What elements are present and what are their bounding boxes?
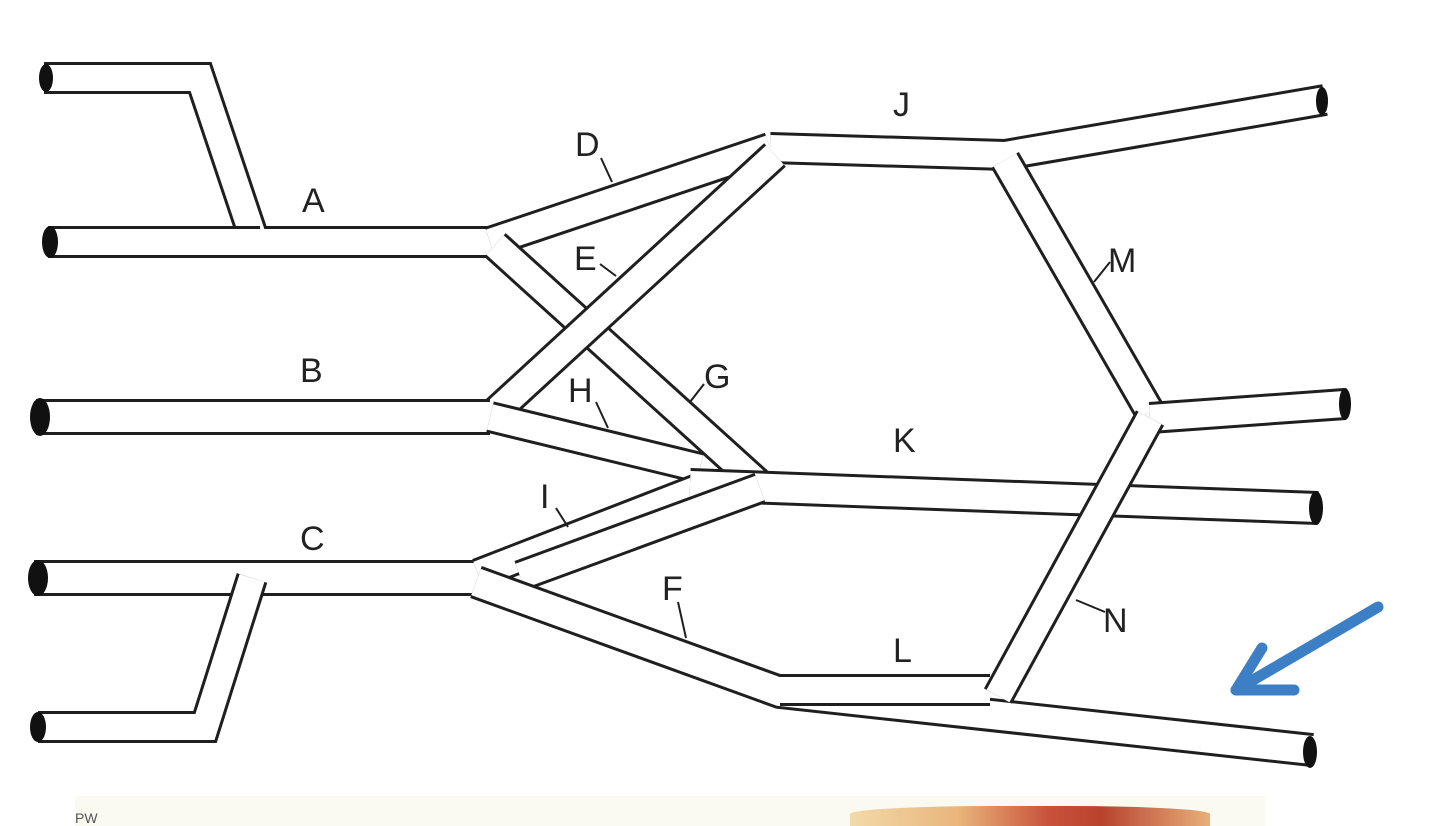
pipe-end-cap: [42, 226, 58, 258]
leader-F: [677, 601, 687, 639]
pipe-M-outlet: [1148, 388, 1347, 434]
label-A: A: [302, 182, 325, 220]
leader-I: [555, 507, 569, 528]
leader-H: [595, 401, 609, 429]
pipe-end-cap: [1316, 87, 1328, 115]
pipe-I: [472, 473, 706, 589]
pipe-end-cap: [30, 712, 46, 742]
label-M: M: [1108, 242, 1136, 280]
pipe-D: [484, 132, 776, 258]
next-figure-strip: PW: [75, 796, 1265, 826]
pipe-E-G: [484, 233, 771, 497]
pipe-A: [44, 62, 490, 258]
partial-photo: [850, 806, 1210, 826]
leader-M: [1093, 261, 1111, 283]
pipe-end-cap: [30, 398, 50, 436]
leader-N: [1075, 599, 1106, 613]
pipe-M: [991, 152, 1164, 420]
label-D: D: [575, 126, 600, 164]
pipe-end-cap: [39, 64, 53, 92]
pipe-N: [983, 410, 1165, 704]
leader-G: [689, 383, 705, 403]
label-F: F: [662, 570, 683, 608]
pipe-B-J: [479, 143, 786, 429]
partial-caption: PW: [75, 810, 98, 826]
pipe-end-cap: [1309, 491, 1323, 525]
label-B: B: [300, 352, 323, 390]
pipe-J: [769, 84, 1328, 172]
pipe-H: [486, 401, 704, 484]
label-L: L: [893, 632, 912, 670]
pipe-junction-F: [514, 472, 766, 592]
label-G: G: [704, 358, 730, 396]
pipe-end-cap: [1303, 736, 1317, 768]
label-K: K: [893, 422, 916, 460]
label-C: C: [300, 520, 325, 558]
arrow-icon: [1230, 601, 1384, 696]
pipe-end-cap: [1339, 388, 1351, 420]
pipe-end-cap: [28, 560, 48, 596]
label-H: H: [568, 372, 593, 410]
label-N: N: [1103, 602, 1128, 640]
label-I: I: [540, 478, 549, 516]
leader-D: [600, 157, 613, 183]
pipe-C-lower: [38, 573, 268, 743]
label-J: J: [893, 86, 910, 124]
leader-E: [599, 263, 617, 277]
pipe-K: [689, 468, 1319, 525]
label-E: E: [574, 240, 597, 278]
